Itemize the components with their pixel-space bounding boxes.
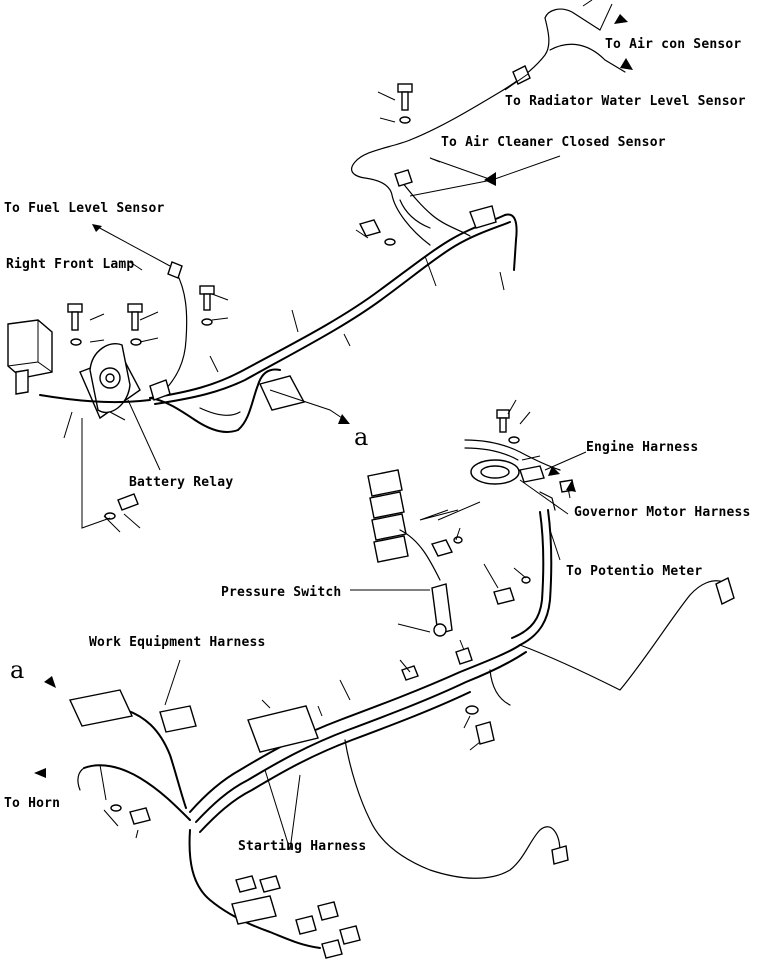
- label-battery-relay: Battery Relay: [129, 475, 234, 490]
- bolt-icon: [67, 303, 83, 346]
- label-governor-motor-harness: Governor Motor Harness: [574, 505, 751, 520]
- label-pressure-switch: Pressure Switch: [221, 585, 342, 600]
- upper-harness: [149, 8, 626, 405]
- bolt-icon: [127, 303, 143, 346]
- label-right-front-lamp: Right Front Lamp: [6, 257, 135, 272]
- label-engine-harness: Engine Harness: [586, 440, 699, 455]
- label-work-equipment-harness: Work Equipment Harness: [89, 635, 266, 650]
- label-air-cleaner-closed-sensor: To Air Cleaner Closed Sensor: [441, 135, 666, 150]
- bolt-icon: [199, 285, 215, 326]
- label-fuel-level-sensor: To Fuel Level Sensor: [4, 201, 165, 216]
- label-to-horn: To Horn: [4, 796, 61, 811]
- label-starting-harness: Starting Harness: [238, 839, 367, 854]
- reference-mark-a-upper: a: [354, 423, 369, 451]
- upper-leaders: [63, 0, 613, 533]
- upper-arrowheads: [92, 14, 633, 424]
- upper-bolts: [358, 83, 413, 246]
- label-radiator-water-level-sensor: To Radiator Water Level Sensor: [505, 94, 746, 109]
- label-potentio-meter: To Potentio Meter: [566, 564, 703, 579]
- lower-harness: [68, 644, 569, 959]
- lower-arrowheads: [34, 676, 56, 778]
- lamp-relay-group: [7, 285, 306, 529]
- bolt-icon: [104, 493, 139, 520]
- engine-area: [367, 409, 735, 691]
- engine-arrowheads: [548, 466, 576, 492]
- lower-leaders: [99, 639, 481, 851]
- reference-mark-a-lower: a: [10, 656, 25, 684]
- label-air-con-sensor: To Air con Sensor: [605, 37, 742, 52]
